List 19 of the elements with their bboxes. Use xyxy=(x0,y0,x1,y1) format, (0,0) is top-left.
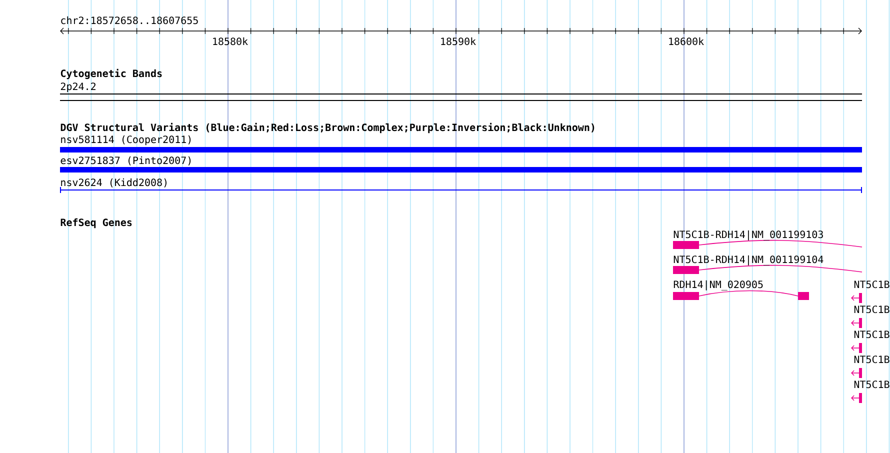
tick-label: 18600k xyxy=(669,37,704,46)
feature-label: nsv581114 (Cooper2011) xyxy=(61,135,191,146)
gene-label: NT5C1B xyxy=(854,280,890,288)
gene-label: NT5C1B xyxy=(854,330,890,338)
track-title: Cytogenetic Bands xyxy=(60,68,162,80)
feature-label: nsv2624 (Kidd2008) xyxy=(61,178,166,188)
feature-label: esv2751837 (Pinto2007) xyxy=(60,156,191,166)
gene-label: NT5C1B-RDH14|NM_001199103 xyxy=(674,230,823,240)
feature-label: 2p24.2 xyxy=(60,82,96,92)
gene-label: RDH14|NM_020905 xyxy=(674,280,763,290)
tick-label: 18590k xyxy=(441,37,476,46)
location-label: chr2:18572658..18607655 xyxy=(61,16,198,24)
gene-label: NT5C1B xyxy=(854,306,890,314)
track-title: DGV Structural Variants (Blue:Gain;Red:Loss;Brown:Complex;Purple:Inversion;Black:Unknown) xyxy=(60,122,594,134)
tick-label: 18580k xyxy=(213,37,248,46)
gene-label: NT5C1B xyxy=(854,356,890,364)
gene-label: NT5C1B-RDH14|NM_001199104 xyxy=(674,255,824,266)
gene-label: NT5C1B xyxy=(854,380,890,388)
track-title: RefSeq Genes xyxy=(60,218,132,228)
